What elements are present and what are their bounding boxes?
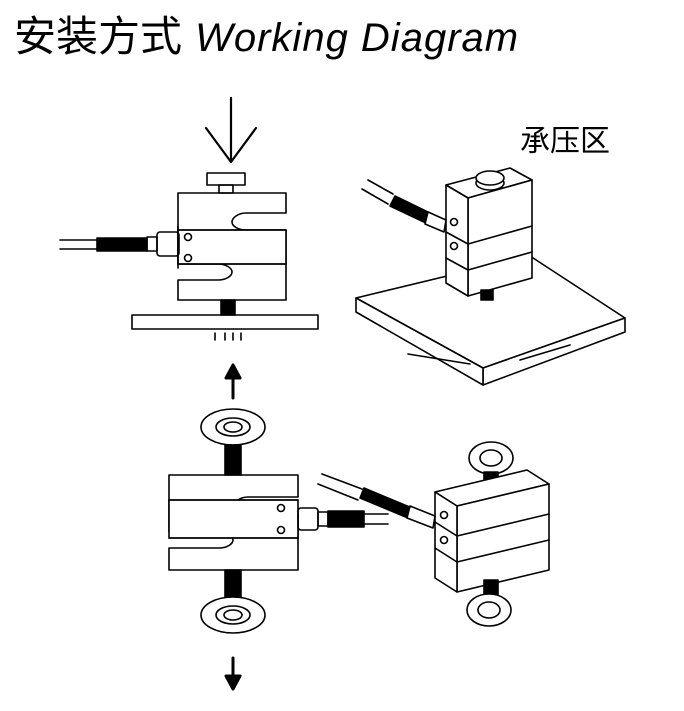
cable-gland <box>157 232 179 256</box>
load-button <box>207 173 245 185</box>
compression-isometric-view <box>356 168 625 385</box>
tension-arrow-up-icon <box>226 365 240 398</box>
rod-end-bottom <box>201 597 265 633</box>
page-title: 安装方式 Working Diagram <box>14 6 684 68</box>
title-english: Working Diagram <box>195 16 520 60</box>
compression-front-view <box>60 98 318 340</box>
tension-isometric-view <box>318 442 549 626</box>
load-arrow-down-icon <box>206 98 256 162</box>
s-beam-body <box>178 193 286 300</box>
title-chinese: 安装方式 <box>14 12 183 61</box>
compression-zone-label: 承压区 <box>520 124 610 159</box>
tension-arrow-down-icon <box>226 658 240 689</box>
rod-end-top <box>201 409 265 445</box>
tension-front-view <box>169 365 388 689</box>
cable-strain-relief <box>97 238 147 251</box>
base-plate <box>132 315 318 329</box>
